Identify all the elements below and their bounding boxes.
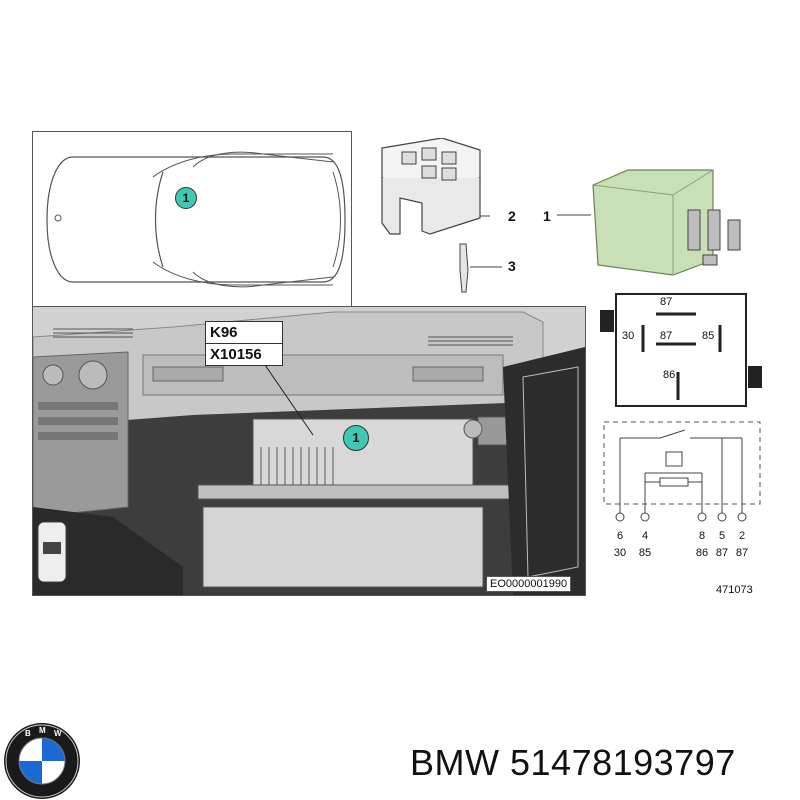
pin-30: 30 <box>622 330 635 342</box>
dashboard-illustration <box>33 307 585 595</box>
connector-k96: K96 <box>206 322 282 344</box>
schematic-pin-4: 4 <box>641 530 649 542</box>
plug-x10156: X10156 <box>210 346 262 363</box>
schematic-pin-8: 8 <box>698 530 706 542</box>
car-top-view-panel: 1 <box>32 131 352 308</box>
svg-text:M: M <box>39 726 46 735</box>
callout-number: 1 <box>352 430 360 445</box>
schematic-terminal-86: 86 <box>695 547 709 559</box>
svg-text:W: W <box>54 729 62 738</box>
relay-pinout-diagram <box>600 293 762 407</box>
schematic-terminal-87b: 87 <box>735 547 749 559</box>
image-code: EO0000001990 <box>486 576 572 592</box>
bmw-logo: B M W <box>4 723 80 799</box>
callout-3: 3 <box>508 258 516 274</box>
diagram-number: 471073 <box>716 584 753 596</box>
car-outline <box>46 151 346 288</box>
schematic-terminal-30: 30 <box>613 547 627 559</box>
callout-1-relay: 1 <box>543 208 551 224</box>
pin-85: 85 <box>702 330 715 342</box>
callout-2: 2 <box>508 208 516 224</box>
relay-component <box>557 169 741 276</box>
connector-housing <box>381 138 490 235</box>
callout-number: 1 <box>182 191 190 205</box>
footer-part-number: 51478193797 <box>510 742 736 783</box>
pin-86: 86 <box>663 369 676 381</box>
schematic-pin-6: 6 <box>616 530 624 542</box>
footer-brand: BMW <box>410 742 500 783</box>
schematic-terminal-87a: 87 <box>715 547 729 559</box>
svg-text:B: B <box>25 729 31 738</box>
relay-schematic <box>603 421 761 522</box>
schematic-terminal-85: 85 <box>638 547 652 559</box>
terminal-pin <box>459 243 502 293</box>
callout-1-install: 1 <box>343 425 369 451</box>
pin-87-top: 87 <box>660 296 673 308</box>
footer-part-label: BMW 51478193797 <box>410 742 736 784</box>
schematic-pin-5: 5 <box>718 530 726 542</box>
callout-1-car: 1 <box>175 187 197 209</box>
installation-view-panel: 1 <box>32 306 586 596</box>
schematic-pin-2: 2 <box>738 530 746 542</box>
pin-87-center: 87 <box>660 330 673 342</box>
connector-labels: K96 X10156 <box>205 321 283 366</box>
